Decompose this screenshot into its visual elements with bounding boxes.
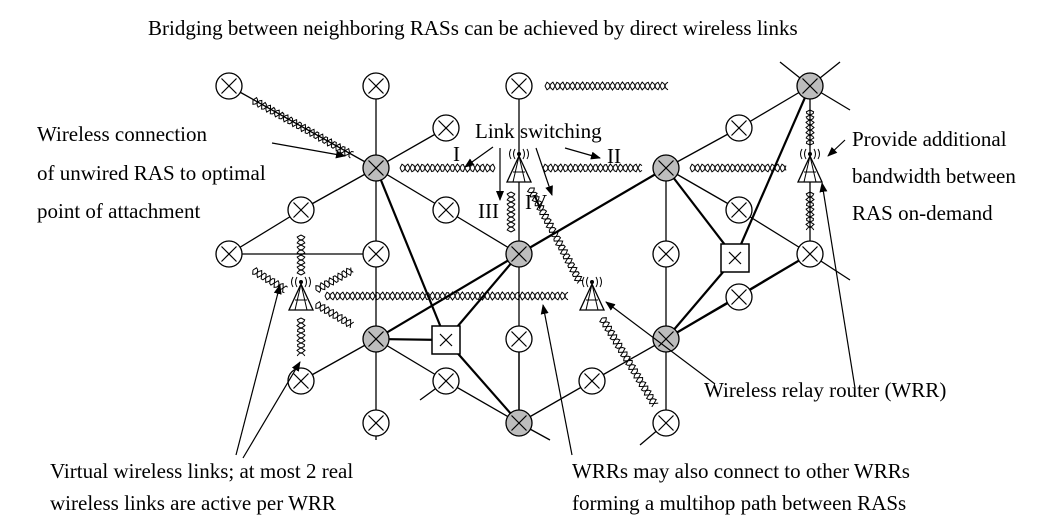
unwired-ras-node — [362, 72, 390, 100]
virtual-link-c — [296, 234, 306, 276]
wireless-link-unwired-ras — [252, 96, 354, 159]
wired-ras-node — [505, 409, 533, 437]
virtual-link-d — [296, 317, 306, 357]
direct-wireless-link-top — [544, 81, 669, 91]
wrr-tower-icon — [287, 276, 315, 311]
wireless-connection-label-line3: point of attachment — [37, 199, 200, 223]
roman-label-i: I — [453, 142, 460, 166]
wired-link — [228, 85, 377, 169]
provide-label-line1: Provide additional — [852, 127, 1007, 151]
unwired-ras-node — [287, 196, 315, 224]
wireless-link-wrr-up — [805, 109, 815, 146]
wrr-tower-icon — [796, 148, 824, 183]
wired-link-thick — [374, 167, 448, 341]
switch-node — [431, 325, 461, 355]
wired-ras-node — [362, 154, 390, 182]
wired-ras-node — [652, 154, 680, 182]
wireless-link-wrr-down — [805, 191, 815, 231]
wireless-connection-label-line2: of unwired RAS to optimal — [37, 161, 266, 185]
unwired-ras-node — [796, 240, 824, 268]
wired-link — [300, 167, 377, 211]
virtual-label-line1: Virtual wireless links; at most 2 real — [50, 459, 353, 483]
wireless-link-wrr-down-right — [599, 317, 659, 408]
arrow-virtual-2 — [242, 361, 301, 459]
wireless-link-switch-iv — [526, 187, 583, 284]
unwired-ras-node — [725, 283, 753, 311]
wireless-link-switch-i — [399, 163, 496, 173]
bridging-label: Bridging between neighboring RASs can be… — [148, 16, 798, 40]
wireless-link-switch-ii — [542, 163, 643, 173]
switch-node — [720, 243, 750, 273]
virtual-link-a — [252, 267, 288, 294]
arrow-wireless-connection — [271, 142, 346, 159]
unwired-ras-node — [215, 72, 243, 100]
wireless-connection-label-line1: Wireless connection — [37, 122, 208, 146]
provide-label-line2: bandwidth between — [852, 164, 1016, 188]
unwired-ras-node — [432, 367, 460, 395]
wireless-link-switch-iii — [506, 191, 516, 233]
multihop-label-line1: WRRs may also connect to other WRRs — [572, 459, 910, 483]
arrow-multihop — [540, 304, 573, 456]
wired-link-thick — [665, 167, 736, 259]
virtual-link-e — [315, 300, 355, 329]
wired-link — [665, 167, 740, 211]
unwired-ras-node — [505, 72, 533, 100]
arrow-wrr — [605, 301, 716, 385]
wired-link — [738, 209, 811, 255]
unwired-ras-node — [432, 114, 460, 142]
provide-label-line3: RAS on-demand — [852, 201, 993, 225]
unwired-ras-node — [578, 367, 606, 395]
link-switching-label: Link switching — [475, 119, 602, 143]
virtual-link-b — [315, 267, 354, 294]
unwired-ras-node — [725, 114, 753, 142]
wired-link-thick — [375, 253, 520, 340]
arrow-wrr-2 — [819, 182, 856, 389]
wired-link — [738, 85, 811, 129]
wired-link — [300, 338, 377, 382]
wired-link — [665, 127, 740, 169]
multihop-label-line2: forming a multihop path between RASs — [572, 491, 906, 515]
wrr-tower-icon — [578, 276, 606, 311]
wired-link — [228, 209, 302, 255]
multihop-wrr-link — [324, 291, 569, 301]
wireless-link-extra-bandwidth — [689, 163, 787, 173]
wrr-tower-icon — [505, 148, 533, 183]
unwired-ras-node — [287, 367, 315, 395]
wired-link — [518, 380, 593, 424]
arrow-link-switching-ii — [564, 147, 601, 160]
roman-label-ii: II — [607, 144, 621, 168]
wired-ras-node — [652, 325, 680, 353]
unwired-ras-node — [362, 409, 390, 437]
arrow-virtual-1 — [235, 284, 282, 456]
unwired-ras-node — [362, 240, 390, 268]
unwired-ras-node — [215, 240, 243, 268]
virtual-label-line2: wireless links are active per WRR — [50, 491, 336, 515]
unwired-ras-node — [505, 325, 533, 353]
wired-ras-node — [796, 72, 824, 100]
unwired-ras-node — [725, 196, 753, 224]
wrr-label: Wireless relay router (WRR) — [704, 378, 946, 402]
wired-link — [445, 380, 520, 424]
unwired-ras-node — [432, 196, 460, 224]
roman-label-iii: III — [478, 199, 499, 223]
wired-link-thick — [518, 167, 667, 255]
wired-ras-node — [362, 325, 390, 353]
arrow-provide-bandwidth — [827, 139, 846, 157]
arrow-link-switching-iv — [535, 147, 553, 196]
unwired-ras-node — [652, 240, 680, 268]
wired-ras-node — [505, 240, 533, 268]
wired-link — [445, 209, 520, 255]
unwired-ras-node — [652, 409, 680, 437]
roman-label-iv: IV — [525, 190, 547, 214]
arrow-link-switching-i — [464, 146, 494, 168]
